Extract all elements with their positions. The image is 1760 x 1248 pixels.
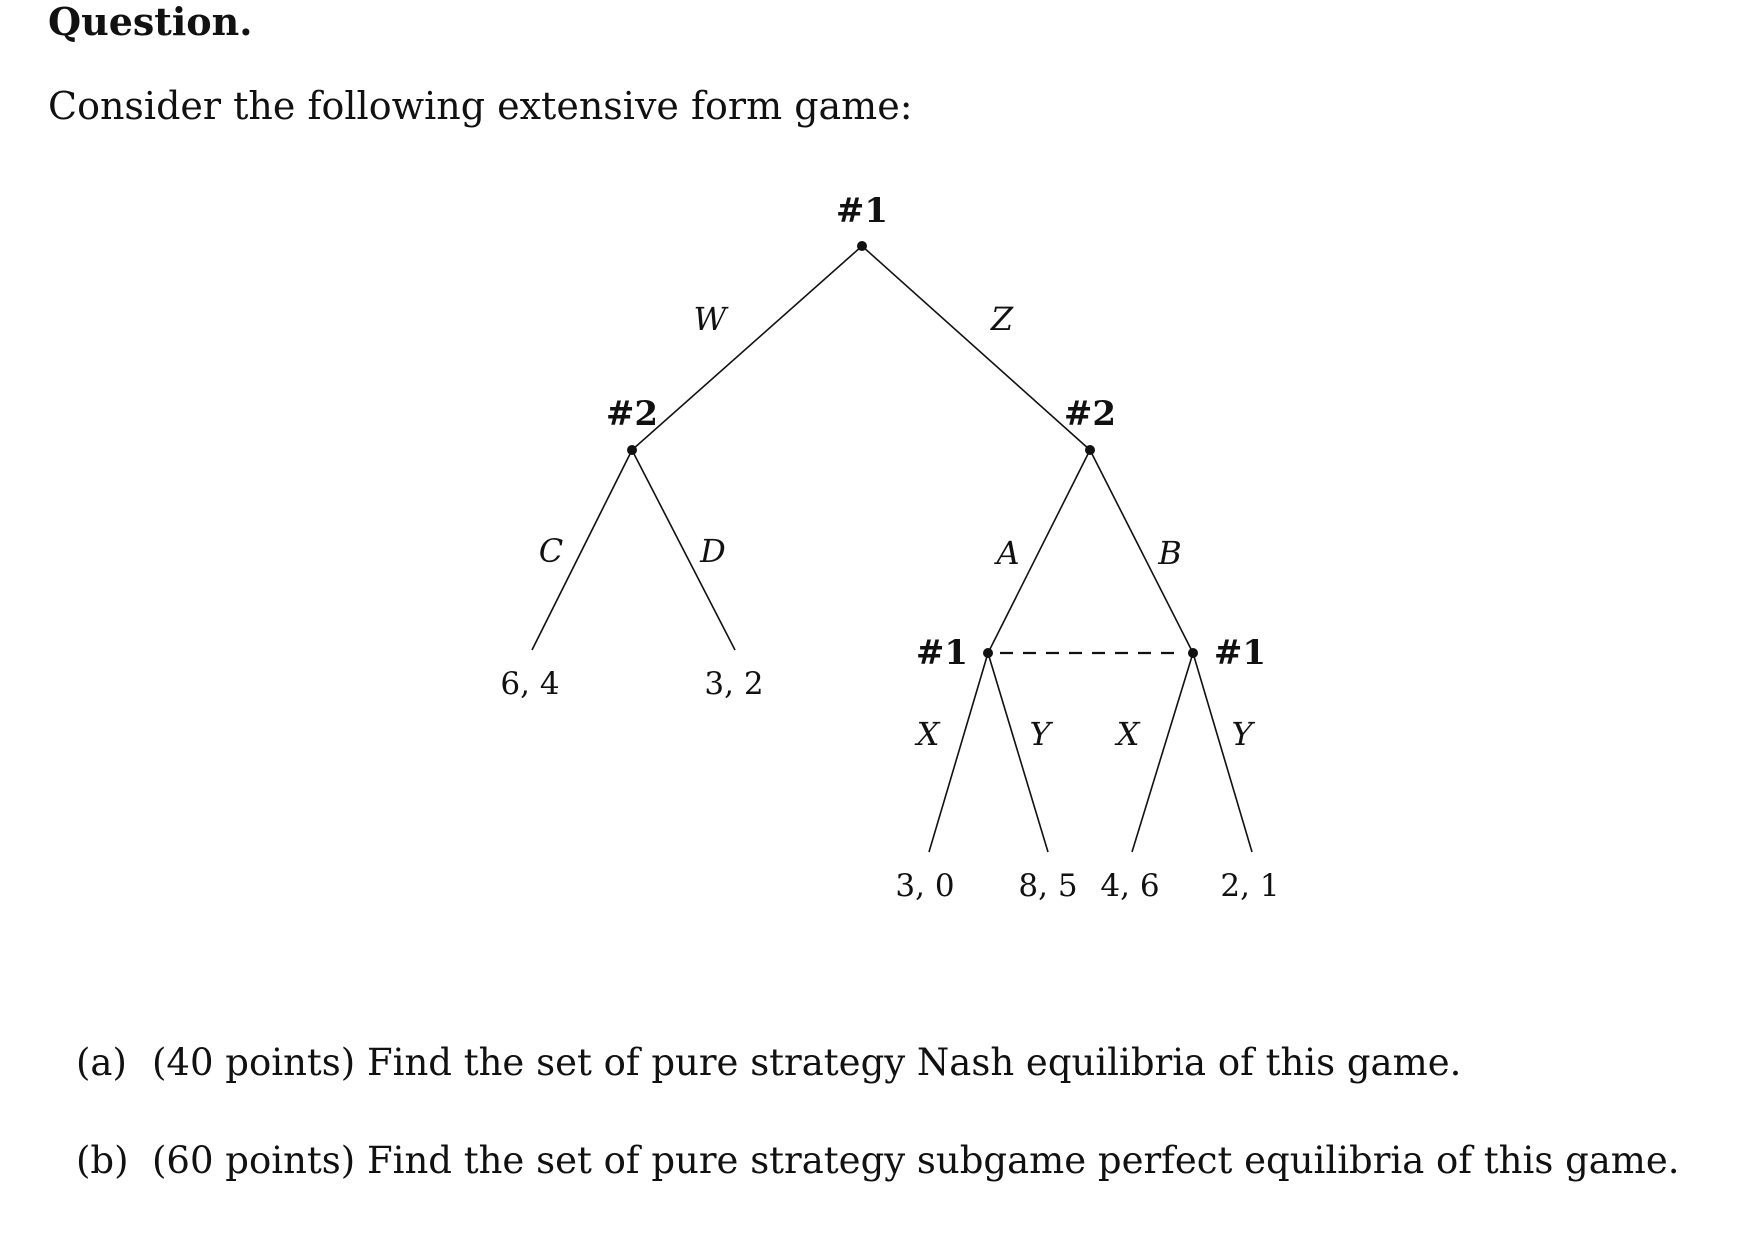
question-part-a-text: (40 points) Find the set of pure strateg…	[152, 1041, 1462, 1084]
edge-b	[1089, 449, 1194, 654]
action-w-label: W	[694, 300, 730, 338]
edge-right-x	[1131, 652, 1194, 853]
edge-c	[531, 449, 633, 651]
edge-left-x	[928, 652, 989, 853]
right-node-player-label: #2	[1064, 394, 1116, 434]
edge-z	[861, 245, 1091, 451]
edge-left-y	[987, 652, 1049, 853]
action-right-x-label: X	[1114, 715, 1141, 753]
left-node-player-label: #2	[606, 394, 658, 434]
action-d-label: D	[699, 532, 726, 570]
question-part-b: (b) (60 points) Find the set of pure stra…	[76, 1138, 1680, 1184]
edge-w	[631, 245, 863, 451]
question-heading: Question.	[48, 0, 253, 44]
info-right-player-label: #1	[1214, 633, 1266, 673]
action-z-label: Z	[990, 300, 1014, 338]
payoff-d: 3, 2	[704, 666, 763, 702]
payoff-bx: 4, 6	[1100, 868, 1159, 904]
question-part-b-text: (60 points) Find the set of pure strateg…	[152, 1139, 1680, 1182]
player2-left-node	[627, 445, 637, 455]
edge-a	[987, 449, 1091, 654]
player2-right-node	[1085, 445, 1095, 455]
question-part-a-label: (a)	[76, 1041, 127, 1084]
action-b-label: B	[1157, 534, 1182, 572]
intro-text: Consider the following extensive form ga…	[48, 84, 913, 128]
action-right-y-label: Y	[1231, 715, 1255, 753]
edge-d	[631, 449, 736, 651]
info-set-left-node	[983, 648, 993, 658]
question-part-a: (a) (40 points) Find the set of pure stra…	[76, 1040, 1461, 1086]
action-left-y-label: Y	[1029, 715, 1053, 753]
payoff-ax: 3, 0	[895, 868, 954, 904]
root-player-label: #1	[836, 191, 888, 231]
question-part-b-label: (b)	[76, 1139, 129, 1182]
info-set-right-node	[1188, 648, 1198, 658]
edge-right-y	[1192, 652, 1253, 853]
action-a-label: A	[993, 534, 1019, 572]
payoff-ay: 8, 5	[1018, 868, 1077, 904]
payoff-by: 2, 1	[1220, 868, 1279, 904]
info-left-player-label: #1	[916, 633, 968, 673]
payoff-c: 6, 4	[500, 666, 559, 702]
action-c-label: C	[539, 532, 563, 570]
action-left-x-label: X	[914, 715, 941, 753]
root-node	[857, 241, 867, 251]
